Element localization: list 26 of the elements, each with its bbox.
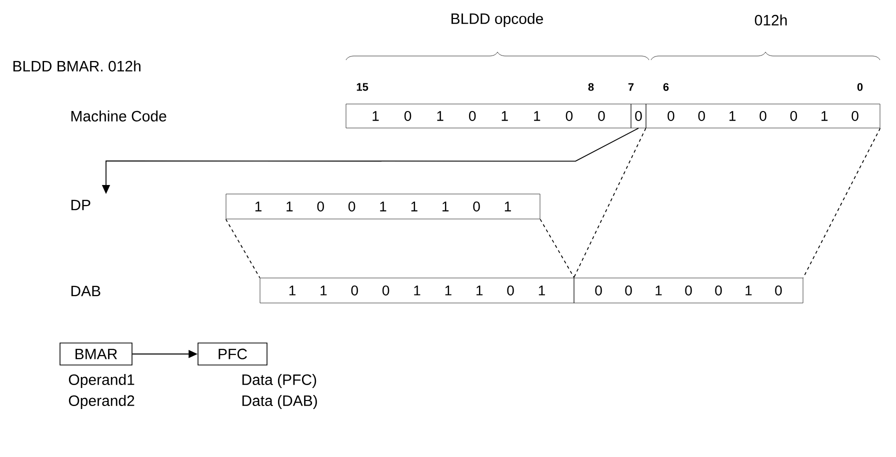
bit-number: 7 xyxy=(628,83,634,91)
register-box: BMAR xyxy=(60,342,132,366)
bit-number: 15 xyxy=(356,83,368,91)
label-text: BLDD opcode xyxy=(452,13,543,27)
label-text: Machine Code xyxy=(71,110,166,122)
dashed-line xyxy=(540,218,575,278)
register-field: 0 xyxy=(630,104,646,128)
label-text: Data (DAB) xyxy=(242,395,317,409)
label-text: DAB xyxy=(71,286,100,296)
dashed-line xyxy=(573,128,646,278)
register-field: 0 0 1 0 0 1 0 xyxy=(646,104,880,128)
register-field: 0 0 1 0 0 1 0 xyxy=(574,278,804,304)
register-box: PFC xyxy=(198,342,268,366)
bit-number: 6 xyxy=(663,83,669,91)
bit-number: 0 xyxy=(857,83,863,91)
label-text: Data (PFC) xyxy=(242,374,316,388)
register-field: 1 1 0 0 1 1 1 0 1 xyxy=(226,194,540,220)
register-field: 1 1 0 0 1 1 1 0 1 xyxy=(260,278,574,304)
bit-number: 8 xyxy=(588,83,594,91)
dashed-line xyxy=(802,128,881,278)
register-label: DP xyxy=(71,200,90,210)
label-text: 012h xyxy=(754,14,787,26)
label-text: Operand2 xyxy=(68,395,134,409)
register-field: 1 0 1 0 1 1 0 0 xyxy=(346,104,632,128)
label-text: BLDD BMAR. 012h xyxy=(13,60,140,72)
dashed-line xyxy=(225,218,260,278)
